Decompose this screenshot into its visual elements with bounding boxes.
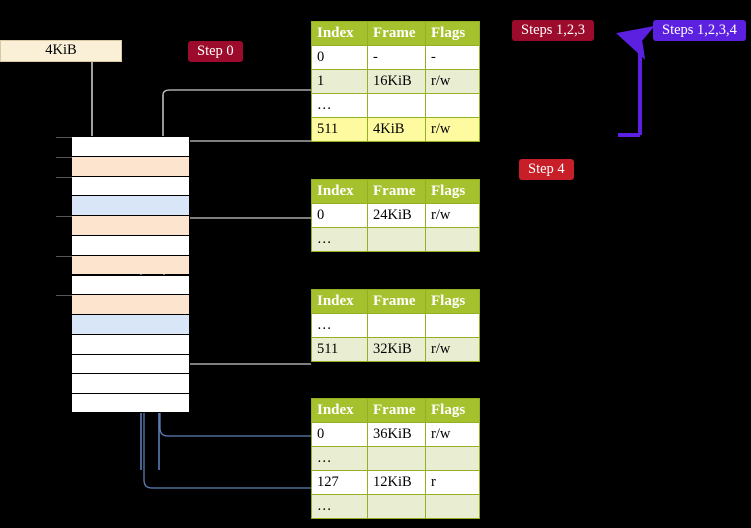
column-header-frame: Frame xyxy=(367,179,426,204)
cell-index: … xyxy=(311,446,368,471)
cell-frame: 4KiB xyxy=(367,117,426,142)
badge-step4: Step 4 xyxy=(519,159,574,180)
cell-index: … xyxy=(311,313,368,338)
column-header-flags: Flags xyxy=(425,289,480,314)
badge-step0: Step 0 xyxy=(188,41,243,62)
cell-index: 0 xyxy=(311,422,368,447)
cell-frame: - xyxy=(367,45,426,70)
cell-flags: r/w xyxy=(425,203,480,228)
frame-size-label: 4KiB xyxy=(45,42,77,58)
cell-index: 511 xyxy=(311,117,368,142)
table-row[interactable]: … xyxy=(311,93,480,118)
cell-frame xyxy=(367,494,426,519)
memory-frame-row[interactable] xyxy=(71,234,190,255)
table-row[interactable]: … xyxy=(311,446,480,471)
cell-flags: r/w xyxy=(425,337,480,362)
cell-frame: 12KiB xyxy=(367,470,426,495)
memory-frame-row[interactable] xyxy=(56,254,190,275)
cell-frame: 36KiB xyxy=(367,422,426,447)
memory-frame-row[interactable] xyxy=(71,333,190,354)
cell-index: … xyxy=(311,494,368,519)
cell-frame xyxy=(367,227,426,252)
cell-frame: 24KiB xyxy=(367,203,426,228)
column-header-frame: Frame xyxy=(367,289,426,314)
cell-flags: r xyxy=(425,470,480,495)
memory-frame-row[interactable] xyxy=(56,155,190,176)
column-header-frame: Frame xyxy=(367,21,426,46)
badge-steps-1234: Steps 1,2,3,4 xyxy=(653,20,746,41)
cell-index: … xyxy=(311,93,368,118)
cell-index: … xyxy=(311,227,368,252)
memory-frame-row[interactable] xyxy=(71,353,190,374)
memory-frame-row[interactable] xyxy=(71,195,190,216)
column-header-flags: Flags xyxy=(425,179,480,204)
column-header-index: Index xyxy=(311,398,368,423)
memory-tick-mark xyxy=(56,255,72,257)
cell-flags xyxy=(425,446,480,471)
cell-flags xyxy=(425,227,480,252)
cell-flags: r/w xyxy=(425,69,480,94)
cell-flags: r/w xyxy=(425,422,480,447)
column-header-index: Index xyxy=(311,21,368,46)
column-header-index: Index xyxy=(311,179,368,204)
column-header-frame: Frame xyxy=(367,398,426,423)
memory-tick-mark xyxy=(56,156,72,158)
cell-frame: 32KiB xyxy=(367,337,426,362)
cell-flags: r/w xyxy=(425,117,480,142)
physical-memory-column xyxy=(56,136,190,413)
cell-frame xyxy=(367,446,426,471)
memory-frame-row[interactable] xyxy=(56,136,190,156)
cell-index: 511 xyxy=(311,337,368,362)
frame-size-box: 4KiB xyxy=(0,40,122,62)
memory-frame-row[interactable] xyxy=(56,294,190,315)
cell-flags: - xyxy=(425,45,480,70)
memory-tick-mark xyxy=(56,137,72,138)
cell-flags xyxy=(425,313,480,338)
memory-tick-mark xyxy=(56,295,72,297)
table-row[interactable]: … xyxy=(311,227,480,252)
memory-tick-mark xyxy=(56,176,72,178)
cell-index: 127 xyxy=(311,470,368,495)
table-row[interactable]: 0-- xyxy=(311,45,480,70)
column-header-flags: Flags xyxy=(425,398,480,423)
column-header-index: Index xyxy=(311,289,368,314)
badge-steps-123: Steps 1,2,3 xyxy=(512,20,595,41)
cell-index: 0 xyxy=(311,45,368,70)
cell-index: 0 xyxy=(311,203,368,228)
cell-flags xyxy=(425,494,480,519)
cell-frame xyxy=(367,313,426,338)
cell-index: 1 xyxy=(311,69,368,94)
memory-frame-row[interactable] xyxy=(56,175,190,196)
memory-tick-mark xyxy=(56,216,72,218)
table-row[interactable]: … xyxy=(311,313,480,338)
cell-frame xyxy=(367,93,426,118)
cell-flags xyxy=(425,93,480,118)
memory-frame-row[interactable] xyxy=(56,215,190,235)
column-header-flags: Flags xyxy=(425,21,480,46)
memory-frame-row[interactable] xyxy=(71,314,190,334)
memory-frame-row[interactable] xyxy=(71,393,190,413)
memory-frame-row[interactable] xyxy=(71,274,190,295)
cell-frame: 16KiB xyxy=(367,69,426,94)
table-row[interactable]: … xyxy=(311,494,480,519)
memory-frame-row[interactable] xyxy=(71,373,190,394)
